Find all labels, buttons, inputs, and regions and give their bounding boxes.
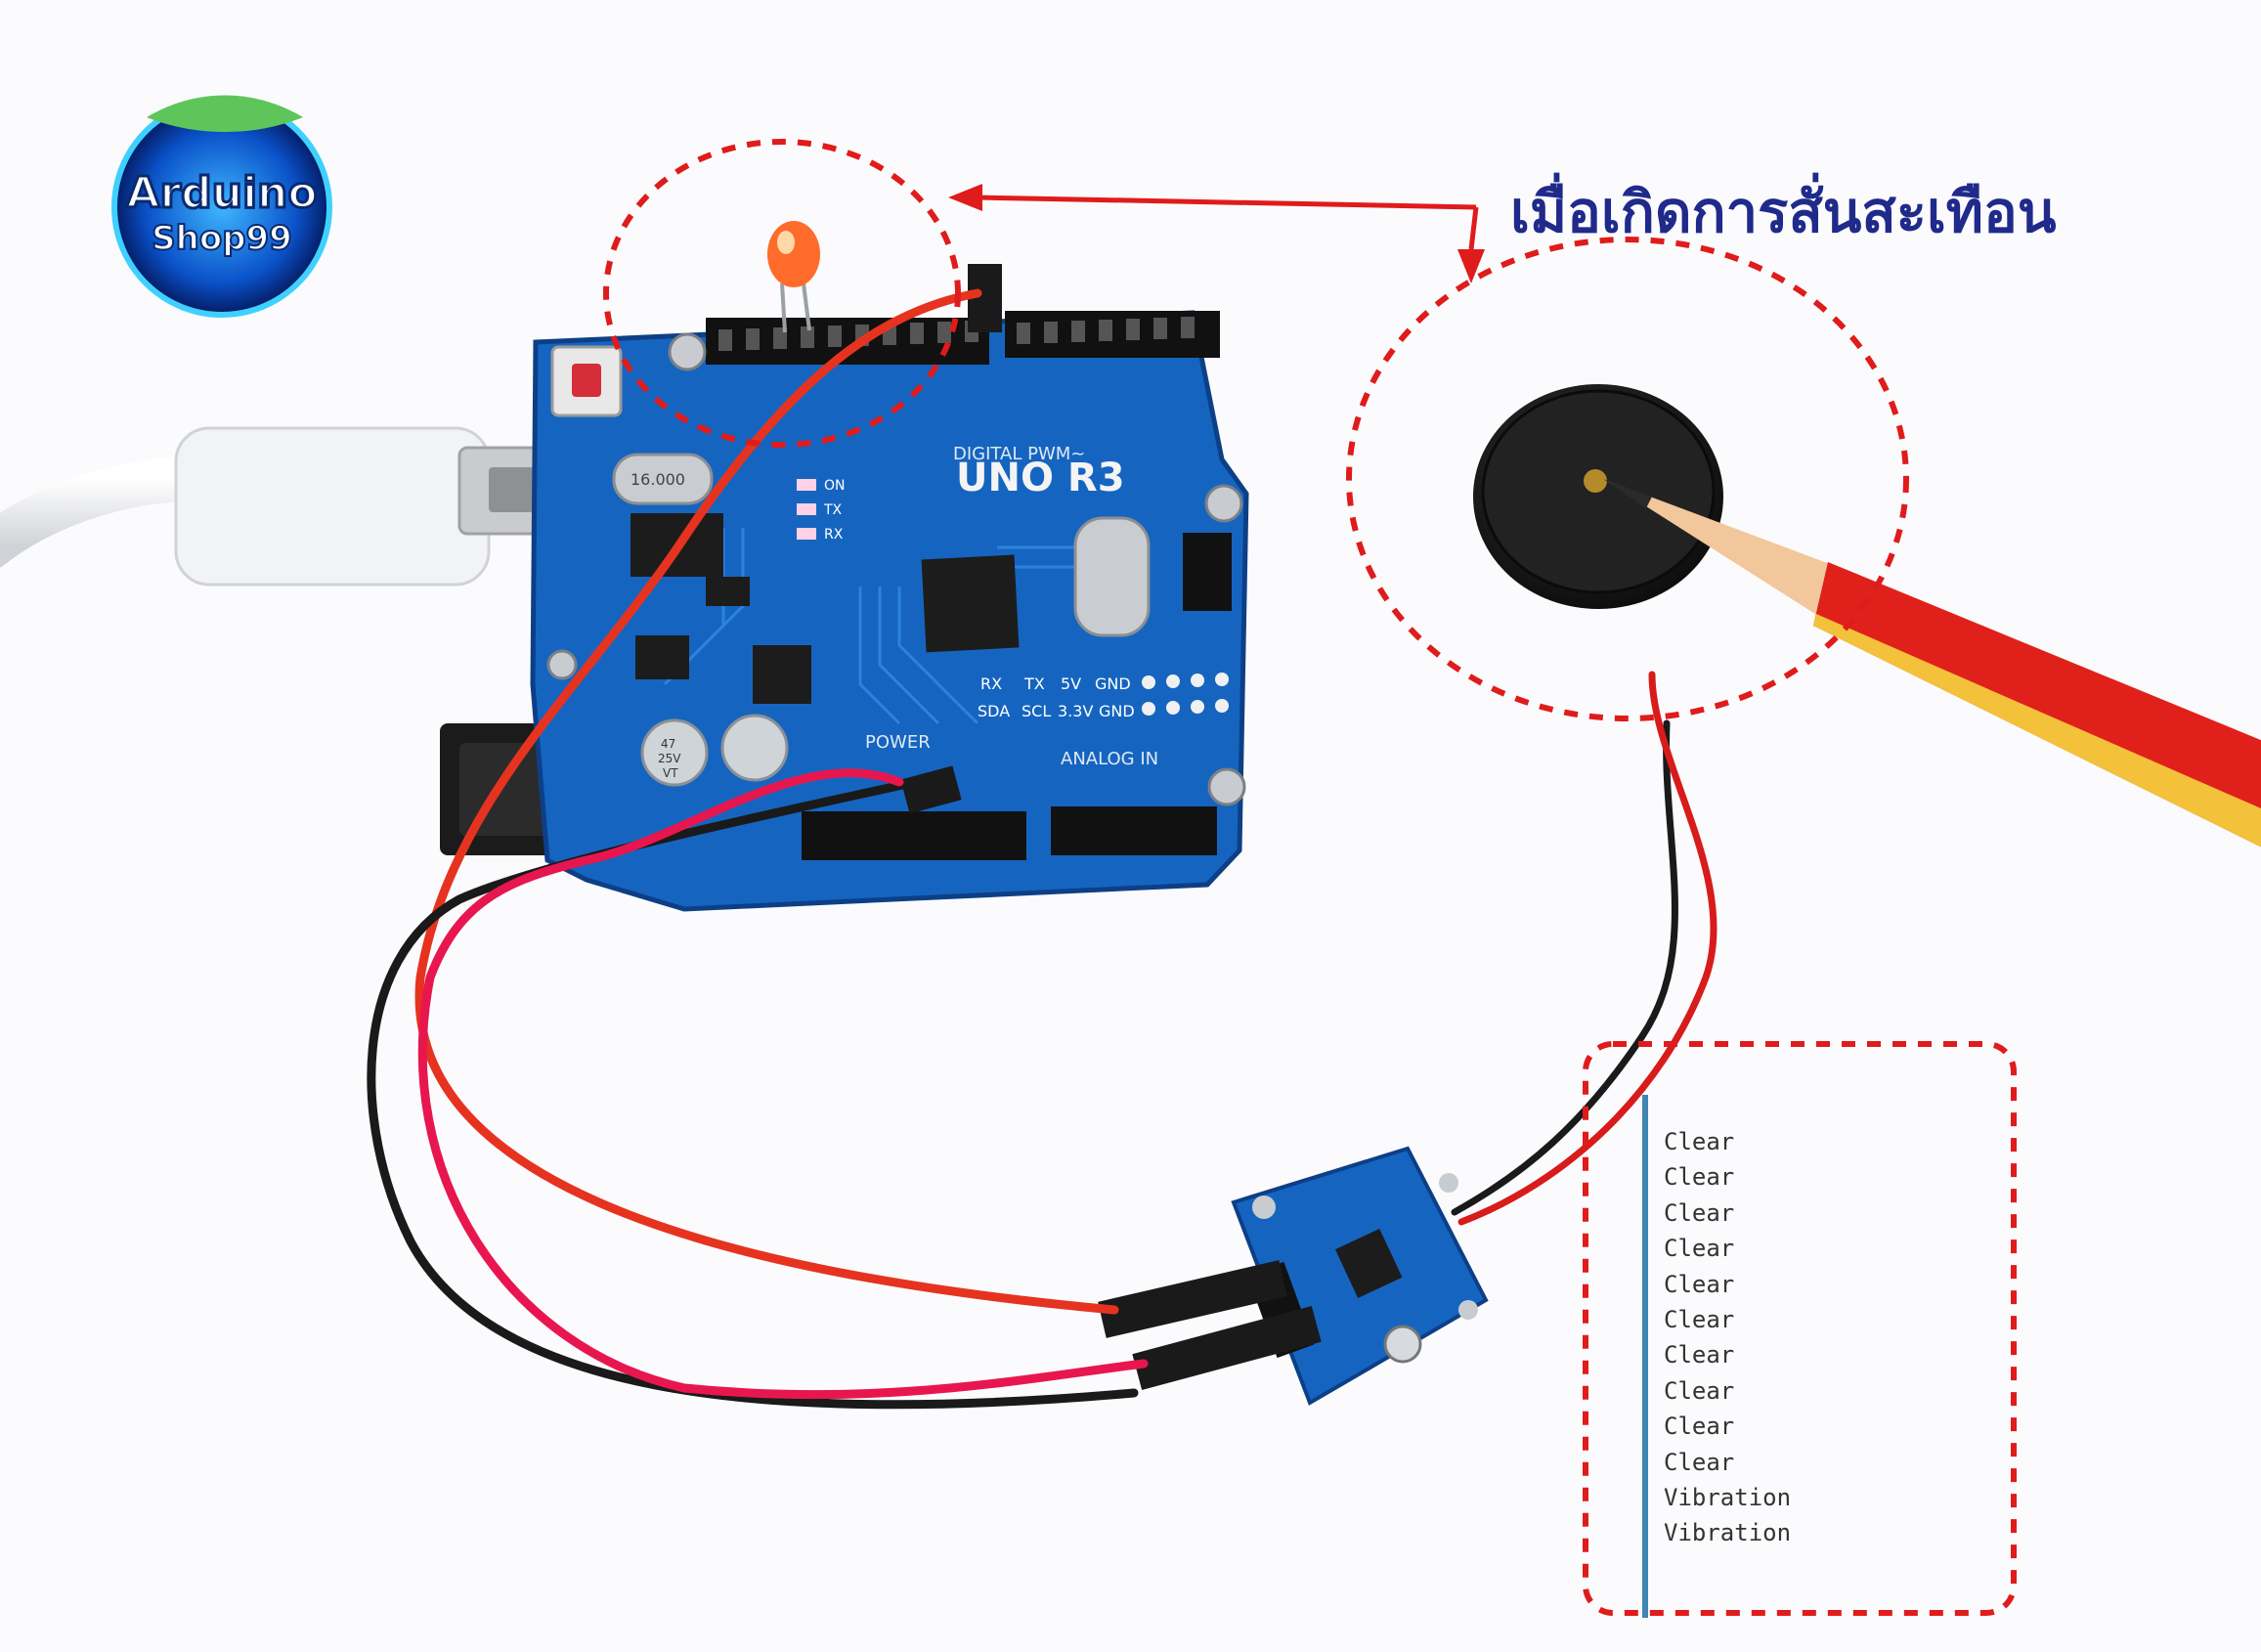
cap-label-1: 47 bbox=[661, 737, 675, 751]
serial-output-highlight-box bbox=[1583, 1041, 2017, 1616]
led-label-on: ON bbox=[824, 478, 846, 494]
led-label-rx: RX bbox=[824, 527, 844, 543]
digital-pins-label: DIGITAL PWM~ bbox=[953, 444, 1085, 464]
annotation-highlights bbox=[603, 139, 2017, 1616]
serial-line: Vibration bbox=[1664, 1519, 1792, 1547]
pencil bbox=[1603, 479, 2261, 848]
serial-line: Clear bbox=[1664, 1448, 1735, 1476]
led-highlight-circle bbox=[603, 139, 961, 448]
sensor-highlight-circle bbox=[1346, 237, 1909, 721]
serial-monitor-output: Clear Clear Clear Clear Clear Clear Clea… bbox=[1642, 1095, 1979, 1618]
power-pins-label: POWER bbox=[865, 732, 931, 753]
serial-line: Clear bbox=[1664, 1163, 1735, 1192]
serial-line: Clear bbox=[1664, 1305, 1735, 1333]
serial-line: Clear bbox=[1664, 1341, 1735, 1369]
arduino-uno-board: UNO R3 DIGITAL PWM~ POWER ANALOG IN ON T… bbox=[530, 310, 1249, 912]
piezo-disc-sensor bbox=[1473, 384, 1723, 609]
header-label-scl: SCL bbox=[1022, 702, 1051, 720]
vibration-caption: เมื่อเกิดการสั่นสะเทือน bbox=[1510, 179, 2057, 245]
red-led bbox=[767, 221, 820, 333]
shop-logo: Arduino Shop99 bbox=[109, 98, 334, 323]
header-label-rx: RX bbox=[980, 674, 1002, 693]
header-label-tx: TX bbox=[1023, 674, 1045, 693]
header-label-3v3: 3.3V bbox=[1058, 702, 1093, 720]
logo-text-line2: Shop99 bbox=[151, 218, 293, 259]
serial-line: Clear bbox=[1664, 1128, 1735, 1155]
cap-label-2: 25V bbox=[658, 752, 681, 765]
cap-label-3: VT bbox=[663, 766, 678, 780]
led-label-tx: TX bbox=[823, 502, 843, 518]
jumper-wires bbox=[367, 288, 1717, 1410]
serial-line: Clear bbox=[1664, 1270, 1735, 1298]
serial-line: Clear bbox=[1664, 1376, 1735, 1405]
crystal-label: 16.000 bbox=[630, 470, 685, 489]
annotation-arrows bbox=[948, 184, 1485, 283]
dupont-connectors bbox=[900, 264, 1322, 1390]
header-label-gnd: GND bbox=[1095, 674, 1131, 693]
shop-logo-badge bbox=[111, 95, 332, 318]
board-model-label: UNO R3 bbox=[956, 456, 1125, 500]
header-label-sda: SDA bbox=[978, 702, 1010, 720]
serial-line: Vibration bbox=[1664, 1483, 1792, 1511]
usb-cable bbox=[0, 426, 579, 587]
header-label-gnd-2: GND bbox=[1099, 702, 1135, 720]
serial-output-lines: Clear Clear Clear Clear Clear Clear Clea… bbox=[1664, 1124, 1791, 1551]
header-label-5v: 5V bbox=[1061, 674, 1081, 693]
serial-line: Clear bbox=[1664, 1235, 1735, 1263]
logo-text-line1: Arduino bbox=[125, 167, 319, 220]
analog-pins-label: ANALOG IN bbox=[1061, 749, 1158, 769]
serial-monitor-left-border bbox=[1642, 1095, 1648, 1618]
serial-line: Clear bbox=[1664, 1413, 1735, 1441]
serial-line: Clear bbox=[1664, 1198, 1735, 1227]
